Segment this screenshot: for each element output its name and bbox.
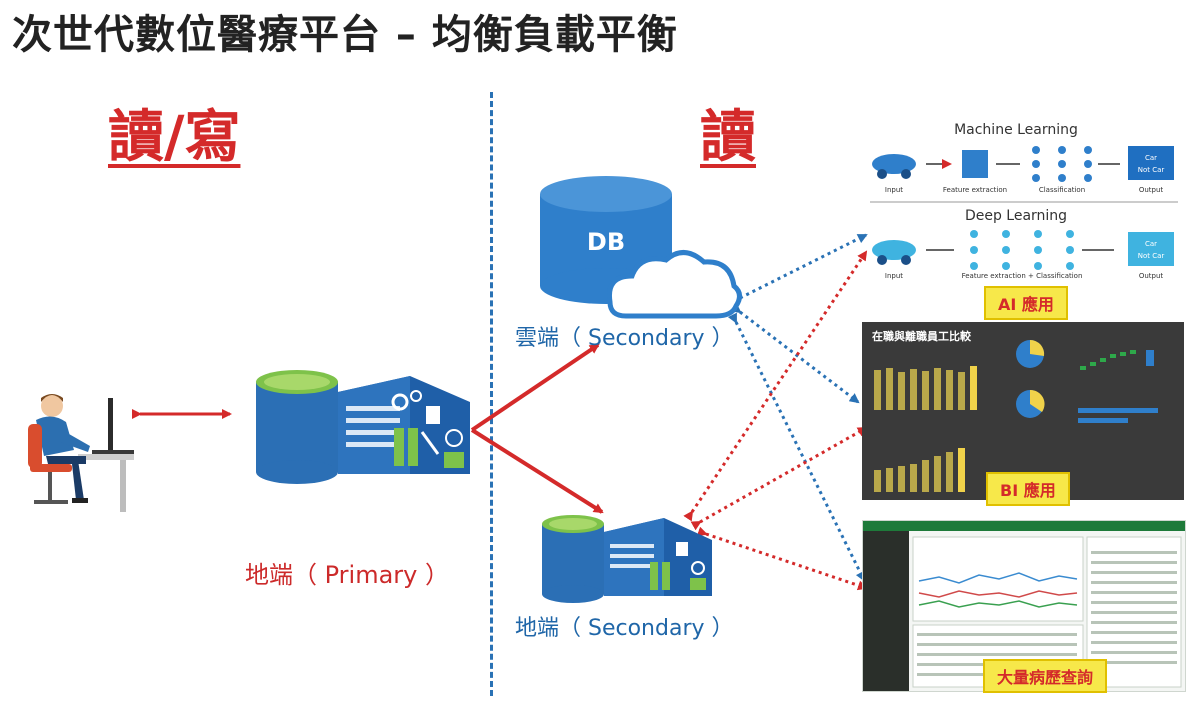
primary-local-arrow: [470, 428, 604, 514]
cloud-secondary-label: 雲端（ Secondary ）: [515, 326, 734, 351]
ml-output-notcar: Not Car: [1138, 166, 1165, 174]
ai-diagram: Machine Learning Car Not Car Input Featu…: [870, 122, 1178, 280]
primary-datacenter-icon: [256, 370, 470, 484]
user-at-desk-icon: [28, 394, 134, 512]
local-secondary-datacenter-icon: [542, 515, 712, 603]
local-ai-link: [683, 250, 868, 522]
ml-feature-label: Feature extraction: [943, 186, 1007, 194]
ml-class-label: Classification: [1039, 186, 1085, 194]
medical-records-panel: 大量病歷查詢: [862, 520, 1186, 693]
page-title: 次世代數位醫療平台 – 均衡負載平衡: [12, 12, 678, 58]
dl-output-car: Car: [1145, 240, 1157, 248]
ml-input-label: Input: [885, 186, 903, 194]
local-bi-link: [690, 426, 868, 531]
bi-badge: BI 應用: [986, 472, 1070, 506]
dl-output-notcar: Not Car: [1138, 252, 1165, 260]
medical-records-graphics: [863, 521, 1185, 691]
ml-output-label: Output: [1139, 186, 1164, 194]
ai-badge: AI 應用: [984, 286, 1068, 320]
medical-records-badge: 大量病歷查詢: [983, 659, 1108, 693]
read-write-heading: 讀/寫: [108, 105, 241, 170]
cloud-database-icon: DB: [540, 176, 742, 319]
dl-feature-class-label: Feature extraction + Classification: [962, 272, 1083, 280]
divider-line: [490, 92, 493, 696]
dl-input-label: Input: [885, 272, 903, 280]
cloud-his-link: [727, 312, 866, 582]
ml-title: Machine Learning: [954, 122, 1078, 138]
cloud-bi-link: [730, 303, 860, 404]
bi-dashboard-panel: 在職與離職員工比較 BI 應用: [862, 322, 1184, 506]
read-heading: 讀: [700, 105, 756, 170]
local-secondary-label: 地端（ Secondary ）: [515, 616, 734, 641]
dl-title: Deep Learning: [965, 208, 1067, 224]
db-label: DB: [587, 228, 625, 256]
primary-cloud-arrow: [470, 343, 600, 432]
dl-output-label: Output: [1139, 272, 1164, 280]
ai-application-panel: Machine Learning Car Not Car Input Featu…: [866, 116, 1184, 320]
bi-title: 在職與離職員工比較: [872, 329, 972, 343]
cloud-ai-link: [730, 233, 868, 307]
ml-output-car: Car: [1145, 154, 1157, 162]
primary-label: 地端（ Primary ）: [245, 561, 449, 589]
local-his-link: [696, 526, 868, 591]
bi-dashboard-graphics: 在職與離職員工比較: [872, 329, 1158, 492]
